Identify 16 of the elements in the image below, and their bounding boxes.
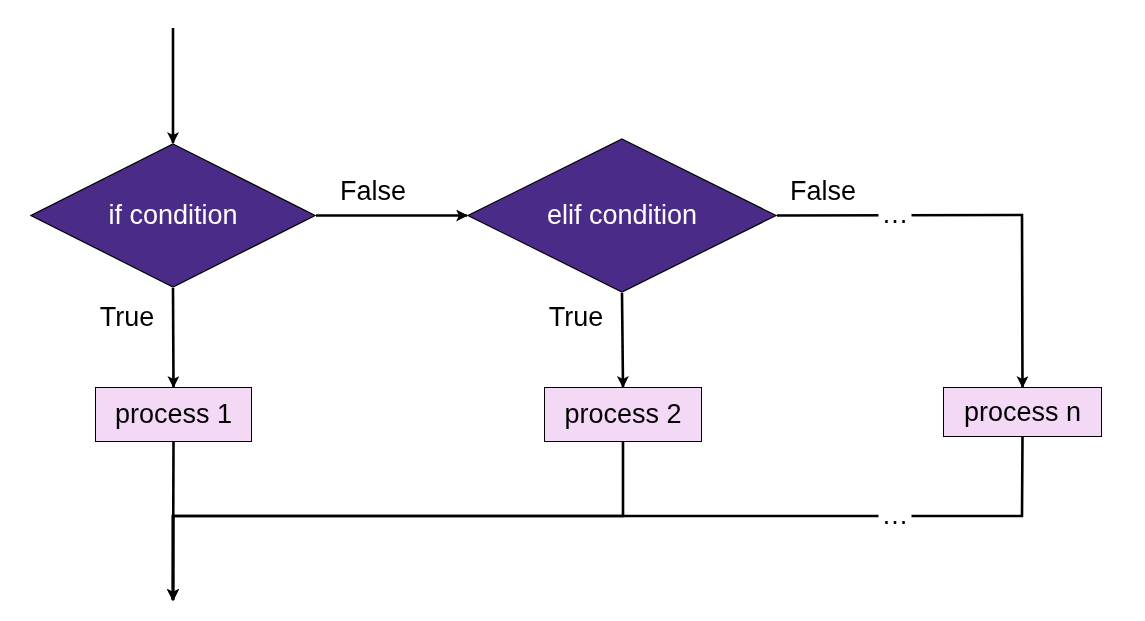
node-text: process 1 [114, 399, 233, 430]
arrow [167, 288, 180, 388]
arrow [316, 209, 468, 222]
process-box [544, 387, 702, 442]
decision-diamond [30, 143, 316, 288]
arrow [777, 213, 1029, 388]
arrow [167, 437, 1024, 601]
process-box [95, 387, 252, 442]
node-text: process n [963, 396, 1082, 428]
node-text: if condition [108, 200, 238, 231]
decision-diamond [467, 138, 777, 293]
node-text: process 2 [564, 399, 682, 430]
node-text: elif condition [546, 200, 698, 231]
arrow [167, 28, 179, 144]
process-box [943, 387, 1102, 437]
arrow [616, 293, 629, 388]
